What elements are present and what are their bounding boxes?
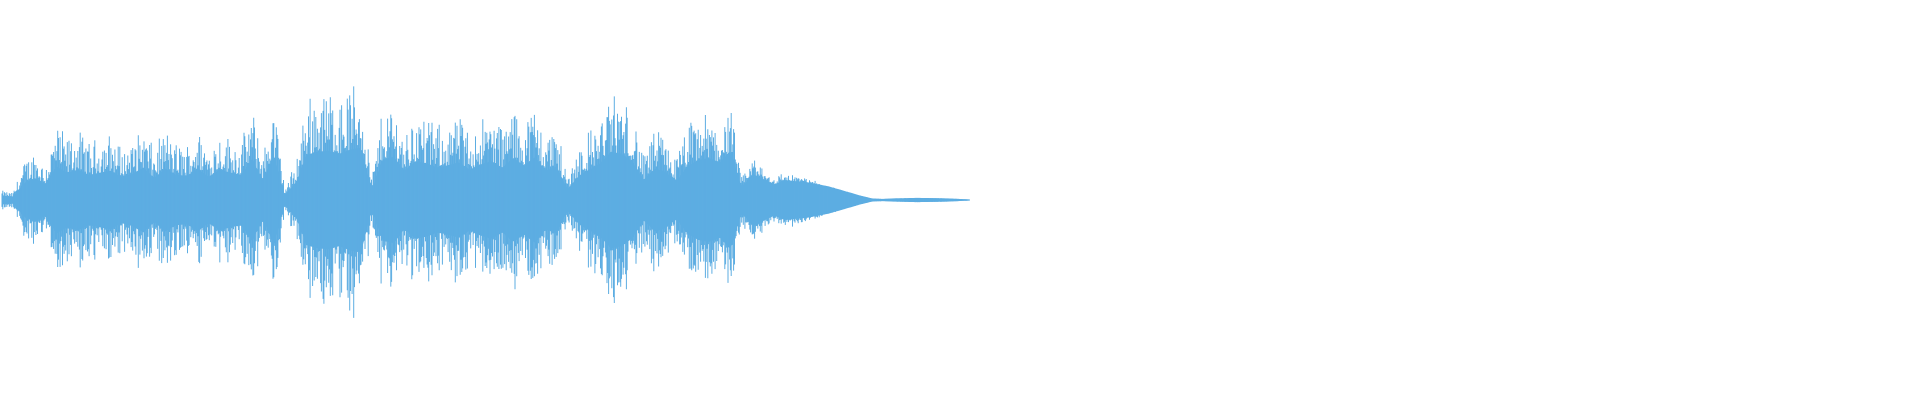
waveform-peaks (1, 86, 970, 318)
